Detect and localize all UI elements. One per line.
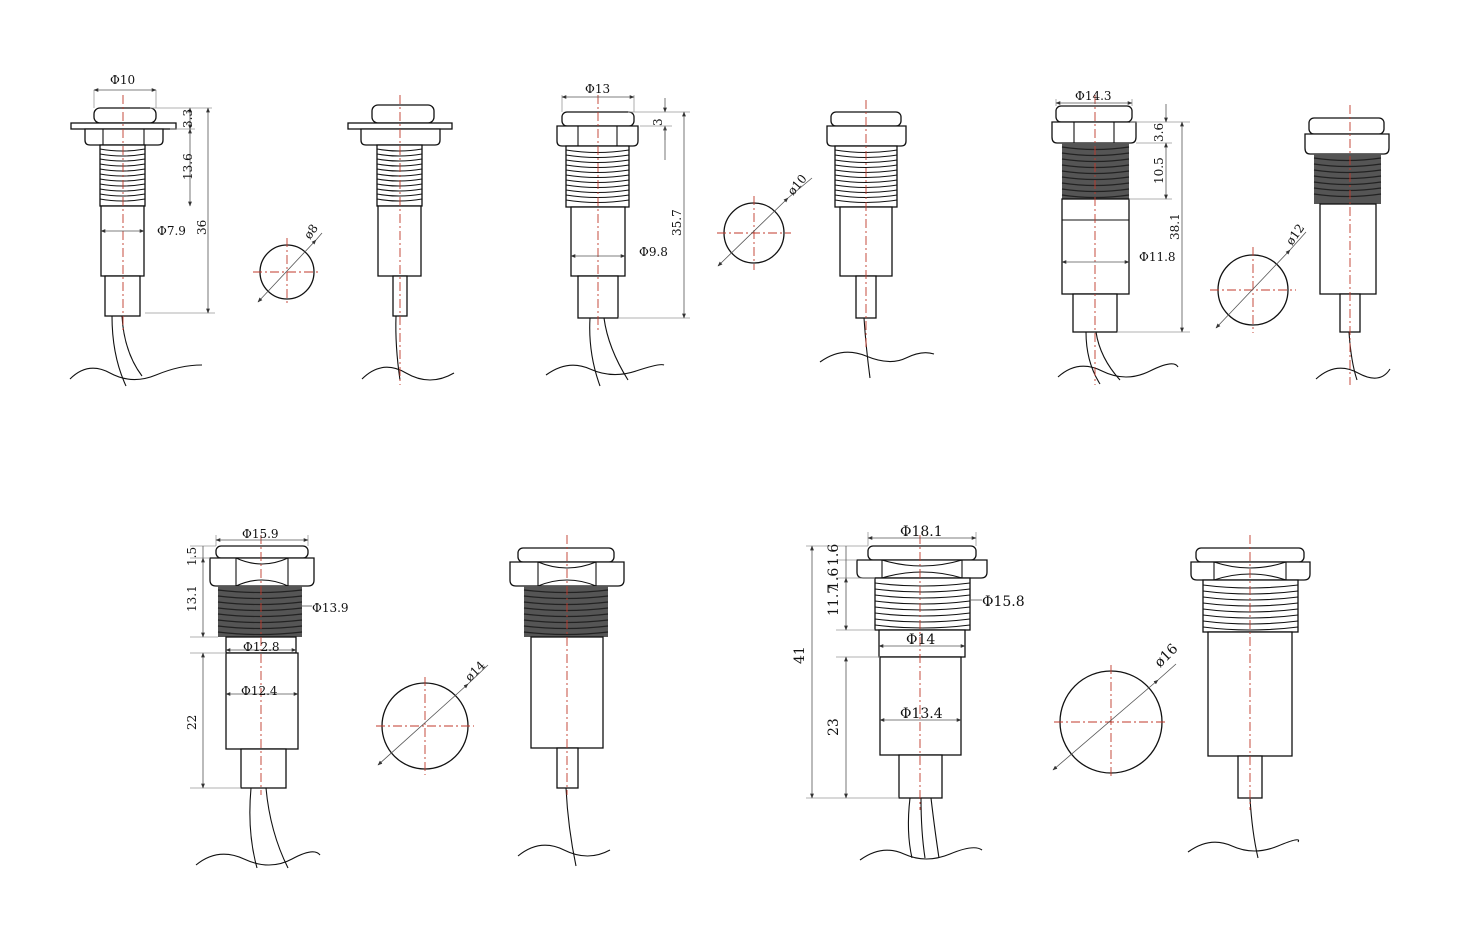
connector-5-side-view: [1187, 535, 1311, 859]
connector-5-thread-length-label: 11.7: [826, 585, 842, 616]
connector-3-bezel-diameter-label: Φ14.3: [1075, 89, 1112, 103]
connector-2-drawing: Φ13 3 35.7 Φ9.8 ø10: [545, 82, 935, 387]
connector-1-side-view: [347, 95, 455, 385]
connector-2-panel-cutout-label: ø10: [785, 172, 810, 198]
connector-4-bezel-height-label: 1.5: [185, 547, 199, 566]
connector-3-panel-cutout-label: ø12: [1283, 221, 1307, 247]
connector-4-thread-diameter-label: Φ13.9: [312, 601, 349, 615]
connector-4-panel-cutout: ø14: [376, 658, 488, 775]
connector-2-panel-cutout: ø10: [717, 172, 813, 270]
connector-3-overall-length-label: 38.1: [1168, 213, 1182, 240]
connector-2-bezel-diameter-label: Φ13: [585, 82, 610, 96]
connector-4-ring-diameter-label: Φ12.8: [243, 640, 280, 654]
connector-1-body-diameter-label: Φ7.9: [157, 224, 186, 238]
connector-1-panel-cutout: ø8: [253, 222, 323, 306]
connector-4-body-diameter-label: Φ12.4: [241, 684, 278, 698]
connector-2-side-view: [819, 100, 935, 379]
connector-5-panel-cutout: ø16: [1052, 641, 1182, 779]
connector-1-drawing: Φ10 3.3 13.6 36 Φ7.9 ø8: [69, 73, 455, 387]
connector-4-body-length-label: 22: [185, 715, 199, 730]
connector-1-bezel-diameter-label: Φ10: [110, 73, 135, 87]
connector-4-thread-length-label: 13.1: [185, 585, 199, 612]
connector-5-bezel-height-label: 1.6: [826, 544, 842, 566]
connector-5-ring-diameter-label: Φ14: [906, 632, 935, 648]
connector-5-drawing: Φ18.1 1.6 1.6 11.7 23 41 Φ15.8 Φ14 Φ13.4…: [792, 524, 1311, 861]
connector-2-bezel-height-label: 3: [651, 118, 665, 126]
connector-3-drawing: Φ14.3 3.6 10.5 38.1 Φ11.8 ø12: [1051, 89, 1391, 385]
connector-1-overall-length-label: 36: [195, 220, 209, 235]
connector-5-body-length-label: 23: [826, 718, 842, 736]
connector-1-bezel-height-label: 3.3: [181, 109, 195, 128]
connector-1-thread-length-label: 13.6: [181, 153, 195, 180]
connector-5-nut-height-label: 1.6: [826, 568, 842, 590]
connector-3-side-view: [1304, 105, 1391, 385]
connector-3-thread-length-label: 10.5: [1152, 157, 1166, 184]
connector-5-thread-diameter-label: Φ15.8: [982, 594, 1025, 610]
connector-4-panel-cutout-label: ø14: [462, 658, 488, 684]
connector-3-bezel-height-label: 3.6: [1152, 123, 1166, 142]
connector-1-panel-cutout-label: ø8: [301, 222, 321, 242]
connector-5-body-diameter-label: Φ13.4: [900, 706, 943, 722]
connector-4-bezel-diameter-label: Φ15.9: [242, 527, 279, 541]
connector-3-panel-cutout: ø12: [1210, 221, 1307, 333]
connector-5-panel-cutout-label: ø16: [1152, 641, 1182, 671]
connector-4-side-view: [509, 535, 625, 867]
connector-3-body-diameter-label: Φ11.8: [1139, 250, 1176, 264]
connector-4-drawing: Φ15.9 1.5 13.1 22 Φ13.9 Φ12.8 Φ12.4 ø14: [185, 527, 625, 869]
connector-5-overall-length-label: 41: [792, 646, 808, 664]
connector-2-body-diameter-label: Φ9.8: [639, 245, 668, 259]
connector-5-bezel-diameter-label: Φ18.1: [900, 524, 943, 540]
connector-2-overall-length-label: 35.7: [670, 209, 684, 236]
